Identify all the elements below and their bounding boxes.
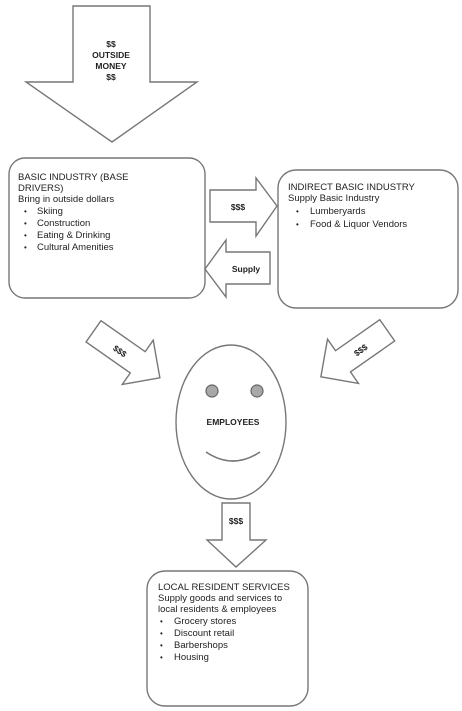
local-services-line2: Supply goods and services to (158, 593, 282, 604)
outside-money-line4: $$ (106, 72, 116, 82)
employees-smiley: EMPLOYEES (175, 344, 287, 500)
right-eye-icon (250, 384, 264, 398)
bullet-icon: • (160, 641, 163, 650)
basic-industry-subtitle: Bring in outside dollars (18, 194, 114, 205)
local-services-item: Barbershops (174, 640, 228, 651)
indirect-industry-box: INDIRECT BASIC INDUSTRY Supply Basic Ind… (277, 169, 459, 309)
indirect-industry-title: INDIRECT BASIC INDUSTRY (288, 182, 416, 193)
left-eye-icon (205, 384, 219, 398)
local-services-box: LOCAL RESIDENT SERVICES Supply goods and… (146, 570, 309, 707)
outside-money-line1: $$ (106, 39, 116, 49)
basic-industry-item: Construction (37, 218, 90, 229)
bullet-icon: • (24, 231, 27, 240)
bullet-icon: • (296, 207, 299, 216)
local-services-item: Housing (174, 652, 209, 663)
outside-money-line2: OUTSIDE (92, 50, 130, 60)
supply-arrow-label: Supply (232, 264, 261, 274)
bullet-icon: • (160, 653, 163, 662)
indirect-industry-item: Lumberyards (310, 206, 366, 217)
local-services-item: Grocery stores (174, 616, 237, 627)
bullet-icon: • (24, 207, 27, 216)
local-services-line3: local residents & employees (158, 604, 277, 615)
local-services-item: Discount retail (174, 628, 234, 639)
bullet-icon: • (160, 629, 163, 638)
basic-industry-box: BASIC INDUSTRY (BASE DRIVERS) Bring in o… (8, 157, 206, 299)
smile-icon (205, 451, 261, 462)
indirect-industry-subtitle: Supply Basic Industry (288, 193, 380, 204)
bullet-icon: • (160, 617, 163, 626)
bullet-icon: • (24, 243, 27, 252)
arrow-to-indirect-label: $$$ (231, 202, 245, 212)
indirect-industry-item: Food & Liquor Vendors (310, 219, 407, 230)
outside-money-line3: MONEY (95, 61, 127, 71)
basic-industry-title-line2: DRIVERS) (18, 183, 63, 194)
basic-industry-title-line1: BASIC INDUSTRY (BASE (18, 172, 129, 183)
down-arrow-label: $$$ (229, 516, 243, 526)
down-arrow: $$$ (205, 502, 268, 568)
basic-industry-item: Cultural Amenities (37, 242, 114, 253)
right-diagonal-arrow: $$$ (320, 318, 396, 385)
basic-industry-item: Eating & Drinking (37, 230, 110, 241)
left-diagonal-arrow: $$$ (85, 319, 161, 386)
bullet-icon: • (296, 220, 299, 229)
employees-label: EMPLOYEES (207, 417, 260, 427)
local-services-title: LOCAL RESIDENT SERVICES (158, 582, 290, 593)
basic-industry-item: Skiing (37, 206, 63, 217)
outside-money-arrow: $$ OUTSIDE MONEY $$ (23, 5, 200, 143)
bullet-icon: • (24, 219, 27, 228)
arrow-to-indirect: $$$ (209, 175, 278, 239)
supply-arrow: Supply (204, 237, 271, 300)
